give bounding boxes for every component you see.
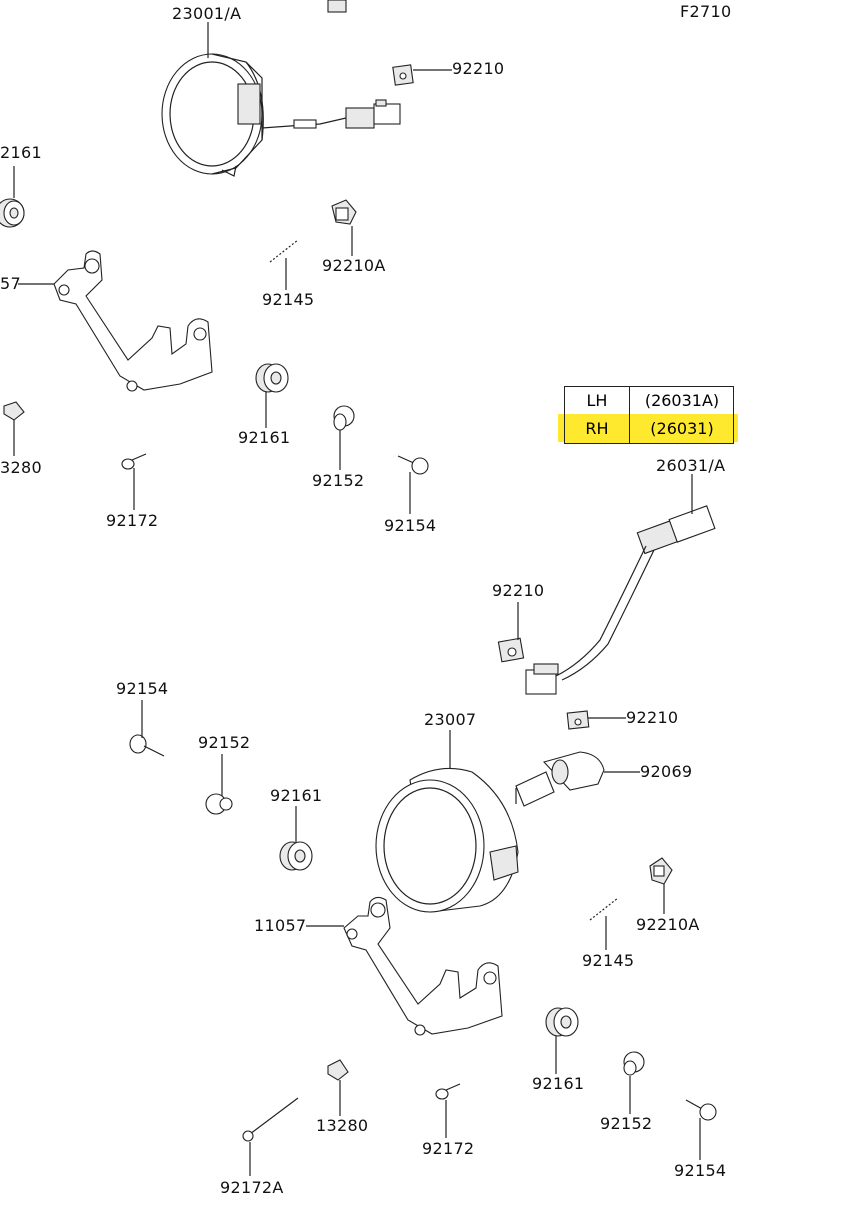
fog-lamp-upper [161, 53, 401, 177]
table-cell-part: (26031A) [629, 387, 734, 415]
grommet-92161-low [279, 841, 313, 871]
label-92152-top: 92152 [312, 471, 365, 490]
nut-13280-bot [327, 1059, 349, 1081]
collar-92152-mid [205, 793, 233, 815]
label-92210-top: 92210 [452, 59, 505, 78]
bracket-lower [343, 896, 503, 1036]
label-92154-top: 92154 [384, 516, 437, 535]
label-23001: 23001/A [172, 4, 242, 23]
label-92210a-top: 92210A [322, 256, 386, 275]
label-92152-bot: 92152 [600, 1114, 653, 1133]
nut-13280-left [3, 401, 25, 421]
label-26031: 26031/A [656, 456, 726, 475]
label-92145-low: 92145 [582, 951, 635, 970]
label-92210-mid: 92210 [492, 581, 545, 600]
label-92154-bot: 92154 [674, 1161, 727, 1180]
screw-92172-bot [435, 1083, 461, 1100]
grommet-92161-left [0, 198, 25, 228]
label-13280: 13280 [316, 1116, 369, 1135]
collar-92152-top [333, 405, 355, 431]
lh-rh-table: LH (26031A) RH (26031) [564, 386, 734, 444]
fog-lamp-lower [375, 767, 519, 913]
bulb-92069 [515, 751, 605, 807]
label-92069: 92069 [640, 762, 693, 781]
label-92152-mid: 92152 [198, 733, 251, 752]
bolt-92154-bot [685, 1099, 717, 1121]
table-cell-side: LH [586, 391, 608, 410]
label-92161-mid: 92161 [238, 428, 291, 447]
label-92161-low: 92161 [270, 786, 323, 805]
label-92172-bot: 92172 [422, 1139, 475, 1158]
clip-92210-top [392, 64, 414, 86]
label-92161-bot: 92161 [532, 1074, 585, 1093]
collar-92152-bot [623, 1051, 645, 1076]
table-cell-part: (26031) [629, 415, 734, 443]
clip-92210a-top [331, 199, 357, 225]
spring-92145-top [269, 239, 299, 263]
label-92172-top: 92172 [106, 511, 159, 530]
bracket-upper [53, 250, 213, 392]
table-row-rh: RH (26031) [565, 415, 733, 443]
label-92210a-low: 92210A [636, 915, 700, 934]
table-row-lh: LH (26031A) [565, 387, 733, 415]
screw-92172-top [121, 453, 147, 470]
label-92172a: 92172A [220, 1178, 284, 1197]
grommet-92161-bot [545, 1007, 579, 1037]
label-11057: 11057 [254, 916, 307, 935]
label-11057-left: 57 [0, 274, 21, 293]
label-23007: 23007 [424, 710, 477, 729]
clip-92210-mid [497, 637, 525, 663]
figure-code: F2710 [680, 2, 732, 21]
bolt-92154-top [397, 455, 429, 475]
label-92210-low: 92210 [626, 708, 679, 727]
bolt-92172a [242, 1097, 299, 1142]
clip-92210-low [566, 710, 590, 730]
spring-92145-low [589, 897, 619, 921]
table-cell-side: RH [585, 419, 609, 438]
clip-top-edge [327, 0, 347, 13]
clip-92210a-low [649, 857, 673, 885]
harness-26031 [525, 505, 716, 695]
label-92154-left: 92154 [116, 679, 169, 698]
bolt-92154-left [129, 734, 165, 757]
label-92161-left: 2161 [0, 143, 42, 162]
label-13280-left: 3280 [0, 458, 42, 477]
label-92145-top: 92145 [262, 290, 315, 309]
grommet-92161-mid [255, 363, 289, 393]
